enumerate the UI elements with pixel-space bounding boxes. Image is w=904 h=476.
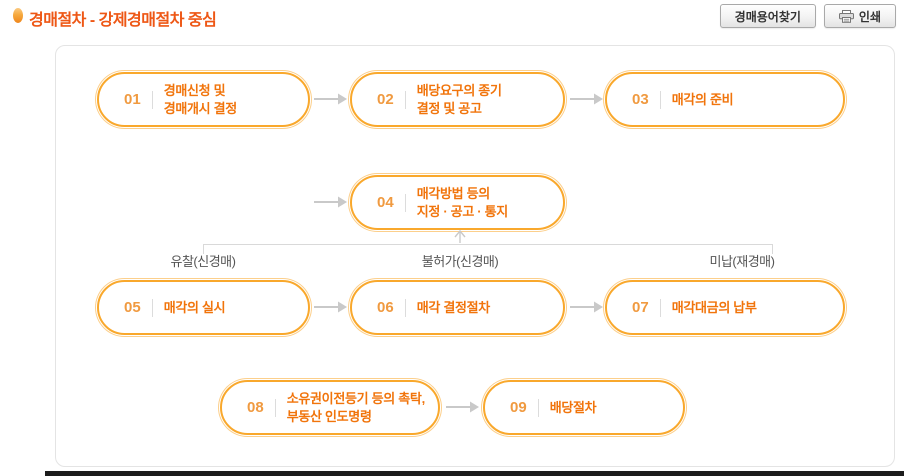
flow-step-05: 05 매각의 실시	[97, 280, 310, 335]
step-09-label: 배당절차	[549, 399, 597, 415]
step-05-label: 매각의 실시	[163, 299, 226, 315]
step-04-divider	[404, 193, 406, 212]
printer-icon	[838, 9, 854, 23]
step-09-number: 09	[510, 399, 527, 416]
flow-step-06: 06 매각 결정절차	[350, 280, 565, 335]
arrow-right-icon	[314, 195, 348, 209]
step-06-label: 매각 결정절차	[416, 299, 491, 315]
arrow-right-icon	[570, 92, 604, 106]
step-05-divider	[151, 298, 153, 317]
step-04-number: 04	[377, 194, 394, 211]
branch-tick-right	[772, 244, 773, 254]
step-08-number: 08	[247, 399, 264, 416]
flow-step-07: 07 매각대금의 납부	[605, 280, 845, 335]
step-04-label: 매각방법 등의 지정 · 공고 · 통지	[416, 185, 509, 219]
branch-tick-left	[203, 244, 204, 254]
arrow-up-icon	[452, 229, 468, 244]
step-02-label: 배당요구의 종기 결정 및 공고	[416, 82, 502, 116]
header-buttons: 경매용어찾기 인쇄	[719, 4, 896, 28]
flow-step-03: 03 매각의 준비	[605, 72, 845, 127]
bottom-page-edge	[45, 471, 904, 476]
step-06-divider	[404, 298, 406, 317]
print-button-label: 인쇄	[858, 9, 881, 24]
step-01-number: 01	[124, 91, 141, 108]
flow-step-09: 09 배당절차	[483, 380, 685, 435]
step-02-number: 02	[377, 91, 394, 108]
auction-term-search-button[interactable]: 경매용어찾기	[719, 4, 816, 28]
step-01-label: 경매신청 및 경매개시 결정	[163, 82, 238, 116]
flow-step-08: 08 소유권이전등기 등의 촉탁, 부동산 인도명령	[220, 380, 440, 435]
arrow-right-icon	[314, 300, 348, 314]
branch-label-unpaid: 미납(재경매)	[709, 254, 775, 269]
step-08-divider	[274, 398, 276, 417]
step-06-number: 06	[377, 299, 394, 316]
flow-step-04: 04 매각방법 등의 지정 · 공고 · 통지	[350, 175, 565, 230]
branch-label-failed-bid: 유찰(신경매)	[170, 254, 236, 269]
flow-step-01: 01 경매신청 및 경매개시 결정	[97, 72, 310, 127]
step-07-label: 매각대금의 납부	[671, 299, 757, 315]
arrow-right-icon	[314, 92, 348, 106]
step-07-divider	[659, 298, 661, 317]
arrow-right-icon	[570, 300, 604, 314]
title-bullet-icon	[13, 8, 23, 23]
arrow-right-icon	[446, 400, 480, 414]
step-01-divider	[151, 90, 153, 109]
print-button[interactable]: 인쇄	[823, 4, 896, 28]
flow-step-02: 02 배당요구의 종기 결정 및 공고	[350, 72, 565, 127]
step-03-divider	[659, 90, 661, 109]
step-05-number: 05	[124, 299, 141, 316]
step-03-number: 03	[632, 91, 649, 108]
step-03-label: 매각의 준비	[671, 91, 734, 107]
step-07-number: 07	[632, 299, 649, 316]
branch-connector-line	[203, 244, 773, 245]
page-title: 경매절차 - 강제경매절차 중심	[29, 12, 217, 29]
auction-term-search-label: 경매용어찾기	[734, 9, 801, 24]
step-08-label: 소유권이전등기 등의 촉탁, 부동산 인도명령	[286, 390, 426, 424]
branch-label-disallowed: 불허가(신경매)	[421, 254, 499, 269]
step-02-divider	[404, 90, 406, 109]
step-09-divider	[537, 398, 539, 417]
